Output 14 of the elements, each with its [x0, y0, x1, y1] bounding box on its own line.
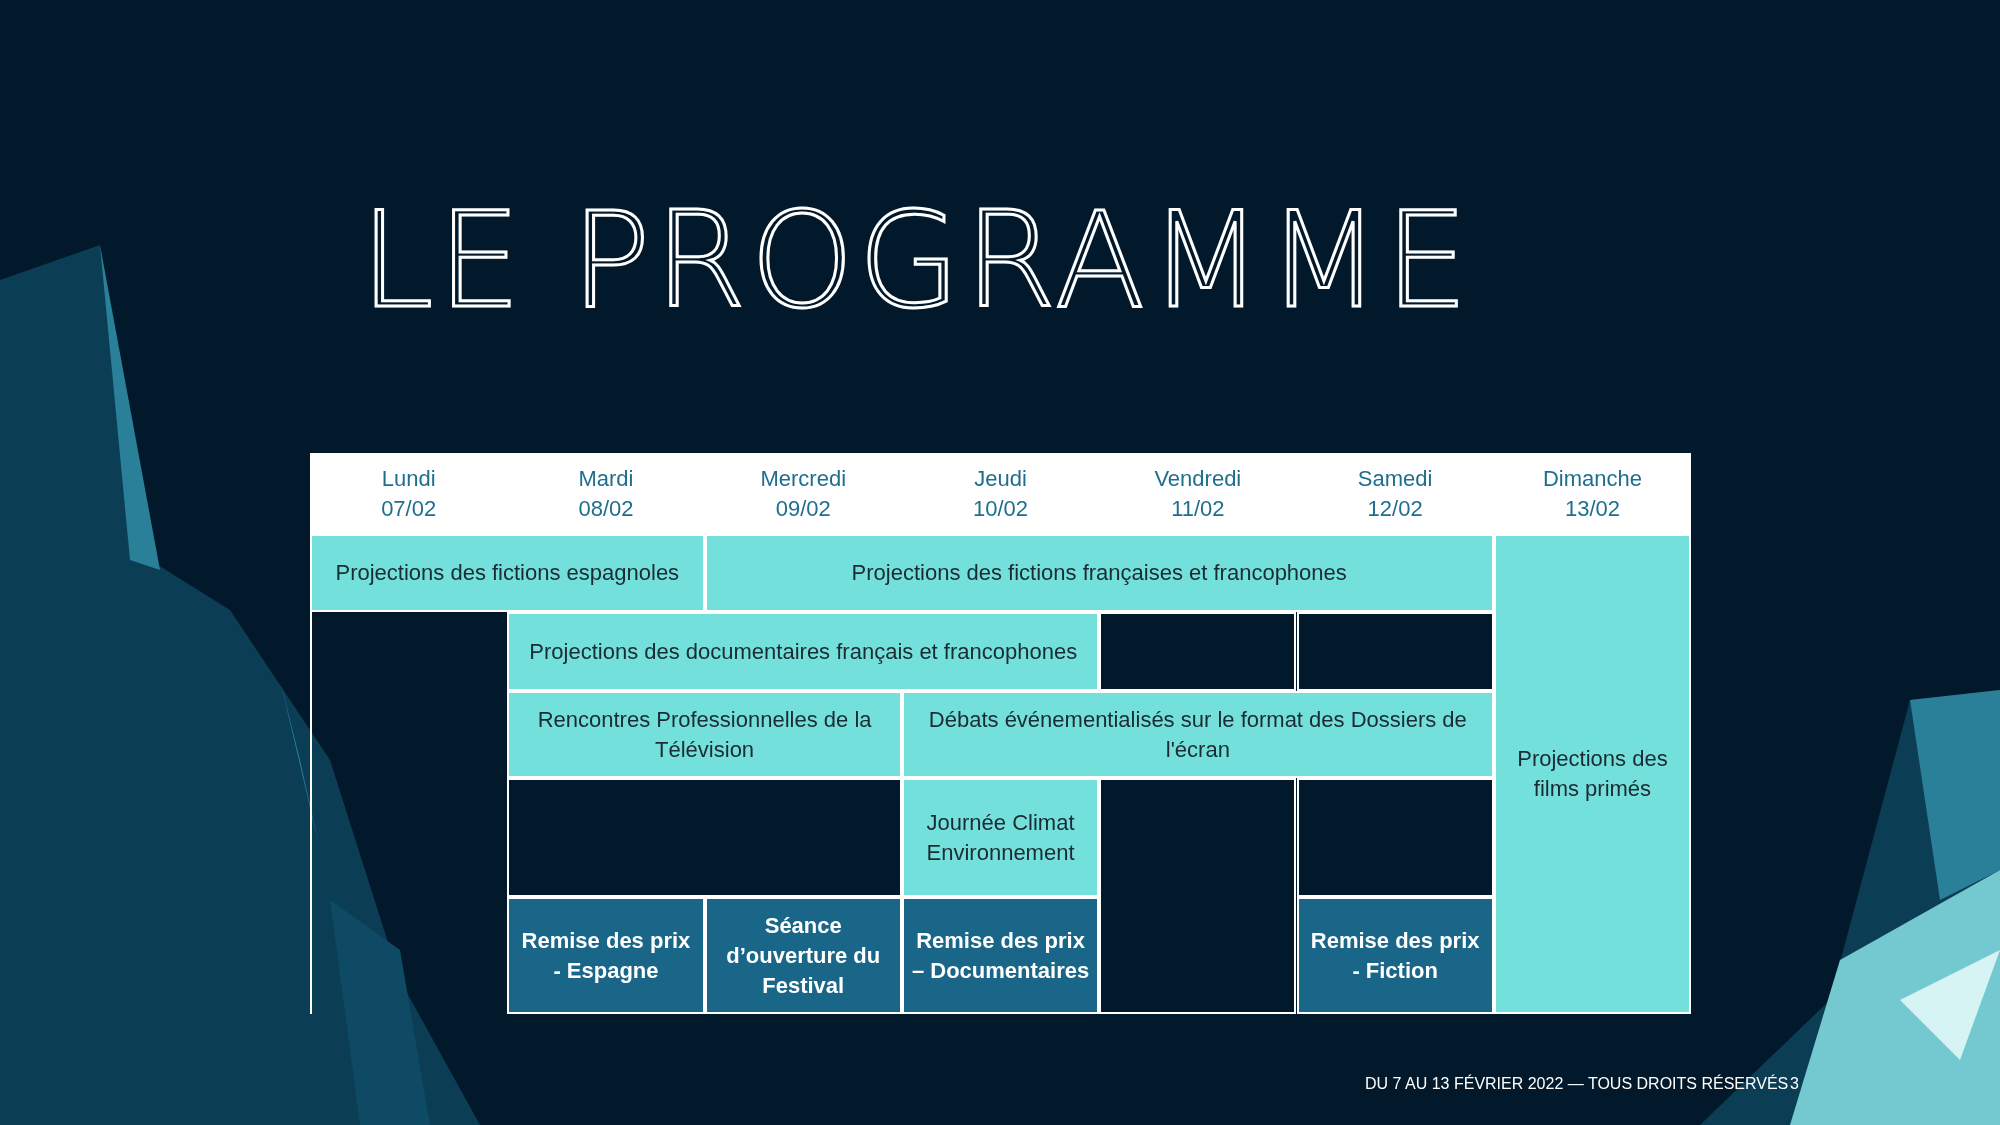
schedule-cell: Rencontres Professionnelles de la Télévision: [507, 691, 902, 778]
schedule-cell: Journée Climat Environnement: [901, 778, 1100, 897]
award-cell: Séance d’ouverture du Festival: [704, 897, 902, 1014]
title: LE PROGRAMME: [360, 190, 1473, 330]
award-cell: Remise des prix - Espagne: [507, 897, 705, 1014]
award-cell: Remise des prix - Fiction: [1296, 897, 1494, 1014]
schedule-cell: Débats événementialisés sur le format des Dossiers de l'écran: [901, 691, 1494, 778]
schedule-cell: Projections des documentaires français et francophones: [507, 612, 1100, 691]
schedule-cell: Projections des fictions espagnoles: [310, 534, 705, 612]
page-number: 3: [1790, 1075, 1799, 1093]
footer-text: DU 7 AU 13 FÉVRIER 2022 — TOUS DROITS RÉSERVÉS: [1365, 1075, 1789, 1093]
award-cell: Remise des prix – Documentaires: [901, 897, 1100, 1014]
schedule-cell: Projections des fictions françaises et francophones: [704, 534, 1494, 612]
schedule-cell: Projections des films primés: [1493, 534, 1692, 1014]
